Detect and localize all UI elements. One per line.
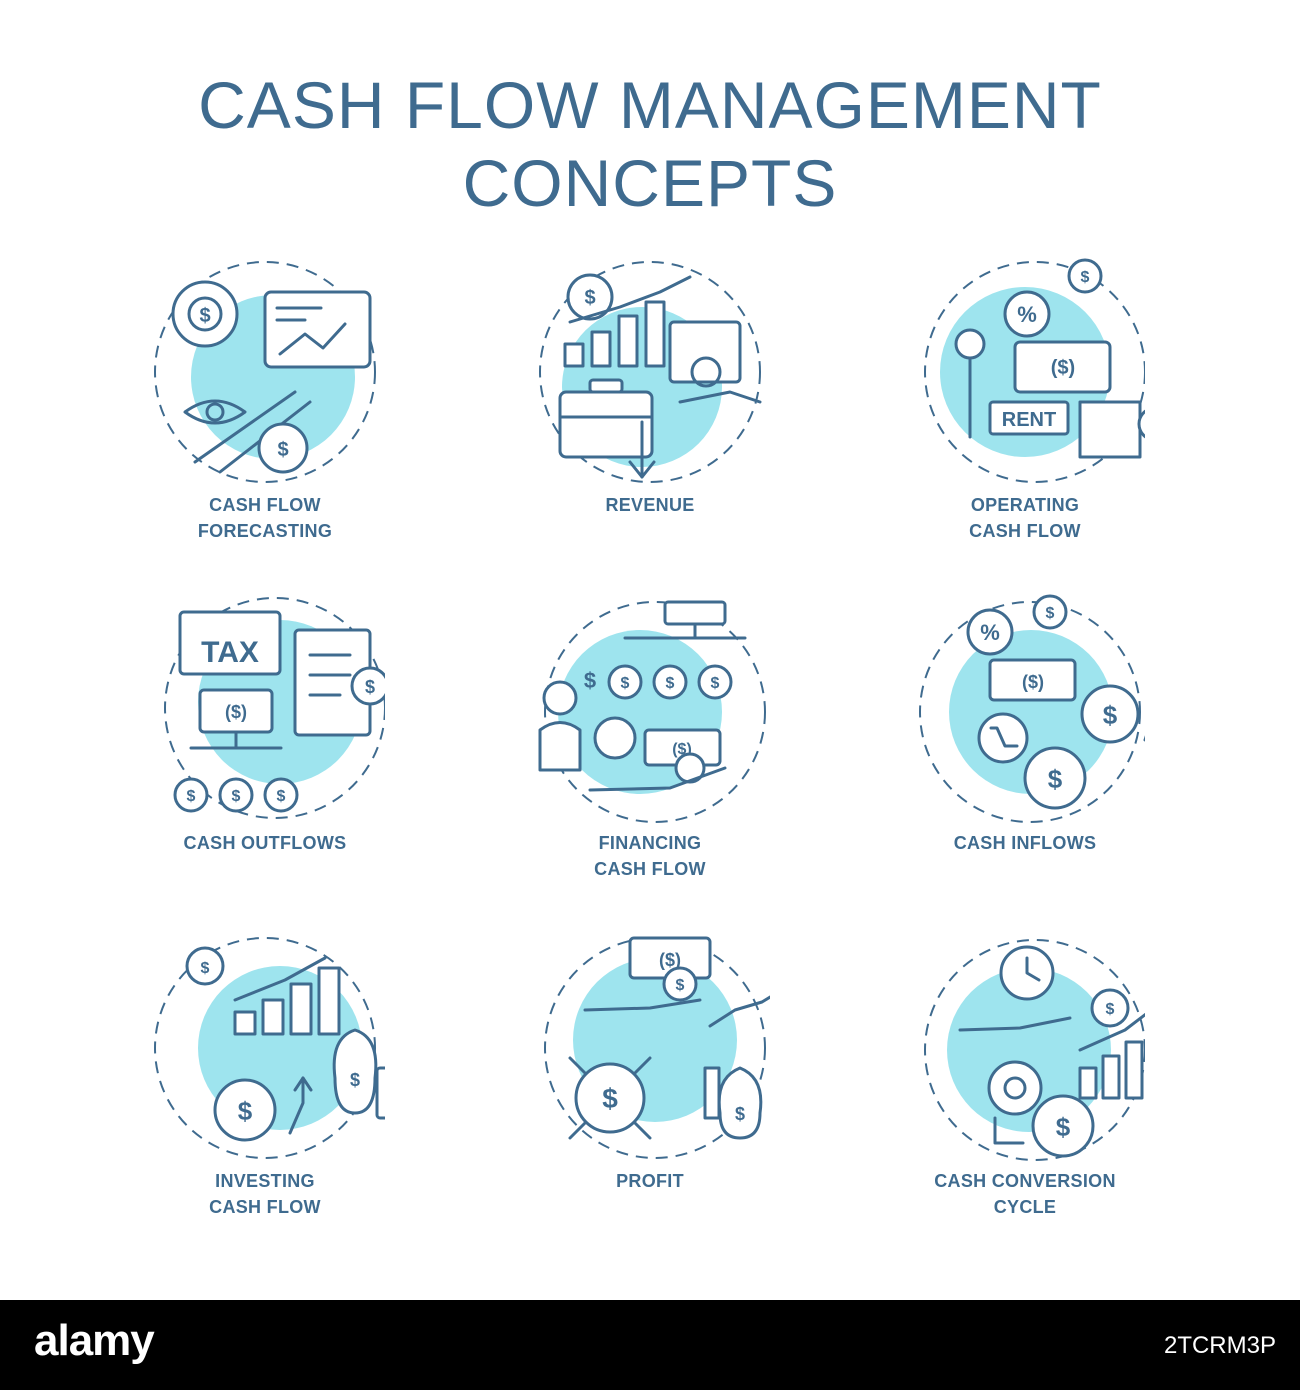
- concept-label-1b: FORECASTING: [197, 521, 333, 541]
- concept-cash-flow-forecasting: $ $ CASH FLOW FORECASTING: [100, 252, 430, 544]
- revenue-icon: $: [539, 261, 762, 483]
- svg-text:%: %: [1017, 302, 1037, 327]
- svg-text:$: $: [711, 675, 720, 692]
- concept-cash-conversion-cycle: $ $ CASH CONVERSION CYCLE: [860, 928, 1190, 1220]
- brand-logo: alamy: [34, 1316, 155, 1365]
- page-title-line-1: CASH FLOW MANAGEMENT: [198, 68, 1102, 142]
- concept-label-7: INVESTING: [215, 1171, 315, 1191]
- svg-text:$: $: [602, 1083, 618, 1114]
- svg-text:$: $: [1106, 1001, 1115, 1018]
- infographic-poster: CASH FLOW MANAGEMENT CONCEPTS $ $ CASH F…: [100, 68, 1190, 1220]
- concept-label-5b: CASH FLOW: [594, 859, 706, 879]
- svg-text:$: $: [676, 977, 685, 994]
- concept-label-2: REVENUE: [605, 495, 695, 515]
- concept-label-7b: CASH FLOW: [209, 1197, 321, 1217]
- svg-text:$: $: [1103, 700, 1118, 730]
- concept-label-9b: CYCLE: [993, 1197, 1057, 1217]
- concept-label-8: PROFIT: [616, 1171, 684, 1191]
- svg-text:$: $: [621, 675, 630, 692]
- svg-text:RENT: RENT: [1002, 409, 1056, 431]
- concept-cash-inflows: % $ ($) $ $ CASH INFLOWS: [860, 590, 1190, 856]
- concept-operating-cash-flow: % $ ($) RENT $ OPERATING CASH FLOW: [860, 252, 1190, 544]
- cash-outflows-icon: TAX $ ($) $ $ $: [164, 597, 385, 819]
- investing-cash-flow-icon: $ $ $: [154, 937, 385, 1159]
- concept-label-5: FINANCING: [598, 833, 702, 853]
- concept-profit: ($) $ $ $ PROFIT: [485, 928, 815, 1194]
- svg-text:$: $: [232, 788, 241, 805]
- svg-text:($): ($): [1022, 672, 1044, 692]
- svg-text:$: $: [365, 677, 375, 697]
- cash-conversion-cycle-icon: $ $: [924, 939, 1145, 1161]
- svg-text:$: $: [238, 1096, 253, 1126]
- svg-text:$: $: [277, 788, 286, 805]
- concept-revenue: $ REVENUE: [485, 252, 815, 518]
- concept-label-1: CASH FLOW: [209, 495, 321, 515]
- svg-text:$: $: [584, 287, 595, 309]
- svg-text:$: $: [584, 668, 596, 693]
- image-id-label: 2TCRM3P: [1163, 1332, 1276, 1359]
- concept-label-3: OPERATING: [970, 495, 1080, 515]
- svg-text:%: %: [980, 620, 1000, 645]
- svg-text:$: $: [735, 1104, 745, 1124]
- svg-text:$: $: [201, 960, 210, 977]
- svg-text:($): ($): [659, 950, 681, 970]
- svg-text:($): ($): [225, 702, 247, 722]
- svg-text:$: $: [199, 305, 210, 327]
- watermark-footer: alamy 2TCRM3P: [0, 1300, 1300, 1390]
- page-title-line-2: CONCEPTS: [462, 146, 838, 220]
- concept-label-6: CASH INFLOWS: [953, 833, 1097, 853]
- svg-text:$: $: [350, 1070, 360, 1090]
- financing-cash-flow-icon: $ $ $ $ ($): [538, 600, 766, 823]
- svg-text:$: $: [1081, 269, 1090, 286]
- forecasting-icon: $ $: [154, 261, 376, 483]
- concept-label-9: CASH CONVERSION: [934, 1171, 1116, 1191]
- concept-cash-outflows: TAX $ ($) $ $ $ CASH OUTFLOWS: [100, 590, 430, 856]
- svg-text:($): ($): [1051, 357, 1075, 379]
- svg-text:TAX: TAX: [201, 636, 259, 669]
- concept-label-3b: CASH FLOW: [969, 521, 1081, 541]
- svg-text:$: $: [1056, 1112, 1071, 1142]
- concept-label-4: CASH OUTFLOWS: [183, 833, 347, 853]
- concept-investing-cash-flow: $ $ $ INVESTING CASH FLOW: [100, 928, 430, 1220]
- svg-text:$: $: [277, 439, 288, 461]
- svg-text:$: $: [187, 788, 196, 805]
- cash-inflows-icon: % $ ($) $ $: [919, 594, 1145, 823]
- svg-text:$: $: [1048, 764, 1063, 794]
- concept-financing-cash-flow: $ $ $ $ ($) FINANCING CASH FLOW: [485, 590, 815, 882]
- profit-icon: ($) $ $ $: [544, 936, 770, 1159]
- svg-text:$: $: [1046, 605, 1055, 622]
- svg-text:$: $: [666, 675, 675, 692]
- operating-cash-flow-icon: % $ ($) RENT $: [924, 258, 1145, 483]
